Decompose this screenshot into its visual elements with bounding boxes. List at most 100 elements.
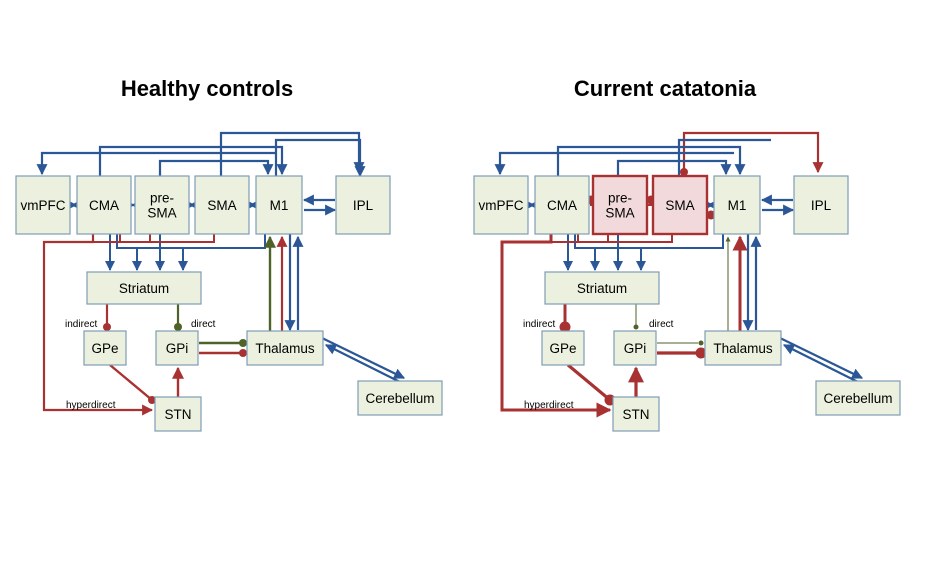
presma-hyperdirect-branch: [120, 234, 151, 243]
node-sma-label: SMA: [207, 198, 236, 213]
cma-hyperdirect-branch: [93, 234, 121, 243]
node-gpe: GPe: [83, 330, 127, 366]
node-stn: STN: [612, 396, 660, 432]
node-vmpfc-label: vmPFC: [21, 198, 66, 213]
node-gpi-box: [155, 330, 199, 366]
thalamus-red-dot: [695, 347, 707, 359]
thalamus-green-dot: [698, 340, 704, 346]
thalamus-cerebellum-arrow: [779, 337, 863, 379]
cma-m1-top-arrow: [556, 145, 746, 176]
node-stn: STN: [154, 396, 202, 432]
node-stn-box: [612, 396, 660, 432]
node-stn-box: [154, 396, 202, 432]
node-gpe: GPe: [541, 330, 585, 366]
edge-label-indirect: indirect: [65, 319, 97, 330]
edge-label-indirect: indirect: [523, 319, 555, 330]
sma-hyperdirect-branch: [608, 234, 673, 243]
node-m1-label: M1: [270, 198, 289, 213]
panel-title: Healthy controls: [121, 76, 293, 101]
panel-current-catatonia: Current catatonia indirect direct hyperdire…: [473, 76, 901, 432]
sma-m1-dot: [706, 210, 716, 220]
node-gpi-label: GPi: [166, 341, 189, 356]
node-stn-label: STN: [623, 407, 650, 422]
node-m1-box: [713, 175, 761, 235]
node-sma-box: [651, 174, 709, 236]
node-vmpfc: vmPFC: [473, 175, 529, 235]
node-cma: CMA: [76, 175, 132, 235]
node-m1-box: [255, 175, 303, 235]
node-vmpfc: vmPFC: [15, 175, 71, 235]
node-ipl-label: IPL: [353, 198, 374, 213]
sma-top-loop: [677, 138, 771, 176]
node-presma: pre-SMA: [591, 174, 649, 236]
node-gpi: GPi: [613, 330, 657, 366]
edge-label-direct: direct: [191, 319, 216, 330]
node-ipl-box: [335, 175, 391, 235]
node-gpe-label: GPe: [91, 341, 118, 356]
node-ipl: IPL: [793, 175, 849, 235]
cma-hyperdirect-branch: [551, 234, 579, 243]
node-m1: M1: [713, 175, 761, 235]
stn-inhibit-dot: [148, 396, 156, 404]
node-cma-box: [534, 175, 590, 235]
node-thalamus: Thalamus: [704, 330, 782, 366]
m1-ipl-loop-arrow: [682, 131, 824, 176]
node-striatum: Striatum: [544, 271, 660, 305]
thalamus-green-dot: [239, 339, 247, 347]
node-ipl-label: IPL: [811, 198, 832, 213]
gpe-stn-link: [109, 364, 153, 401]
node-cerebellum-box: [815, 380, 901, 416]
sma-hyperdirect-branch: [150, 234, 215, 243]
node-presma: pre-SMA: [134, 175, 190, 235]
node-cma: CMA: [534, 175, 590, 235]
node-striatum-box: [544, 271, 660, 305]
m1-ipl-loop-arrow: [274, 138, 366, 178]
node-presma-box: [134, 175, 190, 235]
node-cerebellum-label: Cerebellum: [365, 391, 434, 406]
node-striatum-label: Striatum: [119, 281, 169, 296]
node-cerebellum: Cerebellum: [815, 380, 901, 416]
node-m1: M1: [255, 175, 303, 235]
cerebellum-thalamus-arrow: [783, 344, 859, 383]
presma-m1-top-arrow: [158, 159, 274, 176]
node-thalamus-label: Thalamus: [713, 341, 773, 356]
edge-label-hyperdirect: hyperdirect: [524, 400, 574, 411]
node-thalamus-box: [704, 330, 782, 366]
node-sma-box: [194, 175, 250, 235]
thalamus-red-dot: [239, 349, 247, 357]
node-stn-label: STN: [165, 407, 192, 422]
node-cma-label: CMA: [547, 198, 577, 213]
node-sma: SMA: [194, 175, 250, 235]
node-gpe-box: [83, 330, 127, 366]
node-thalamus: Thalamus: [246, 330, 324, 366]
node-vmpfc-label: vmPFC: [479, 198, 524, 213]
gpe-inhibit-dot: [559, 321, 571, 333]
node-m1-label: M1: [728, 198, 747, 213]
node-presma-label: pre-SMA: [605, 191, 634, 221]
connections: [494, 131, 863, 418]
connections: [36, 131, 405, 416]
node-gpe-box: [541, 330, 585, 366]
cerebellum-thalamus-arrow: [325, 344, 401, 383]
node-striatum-label: Striatum: [577, 281, 627, 296]
node-gpi-box: [613, 330, 657, 366]
node-striatum: Striatum: [86, 271, 202, 305]
hyperdirect-arrow: [500, 234, 612, 418]
node-vmpfc-box: [15, 175, 71, 235]
cma-m1-top-arrow: [98, 145, 288, 176]
node-gpe-label: GPe: [549, 341, 576, 356]
gpi-inhibit-dot: [174, 323, 182, 331]
node-thalamus-box: [246, 330, 324, 366]
node-thalamus-label: Thalamus: [255, 341, 315, 356]
panel-title: Current catatonia: [574, 76, 757, 101]
edge-label-direct: direct: [649, 319, 674, 330]
node-gpi-label: GPi: [624, 341, 647, 356]
node-presma-box: [591, 174, 649, 236]
m1-vmpfc-top-arrow: [36, 151, 276, 176]
node-cerebellum-box: [357, 380, 443, 416]
